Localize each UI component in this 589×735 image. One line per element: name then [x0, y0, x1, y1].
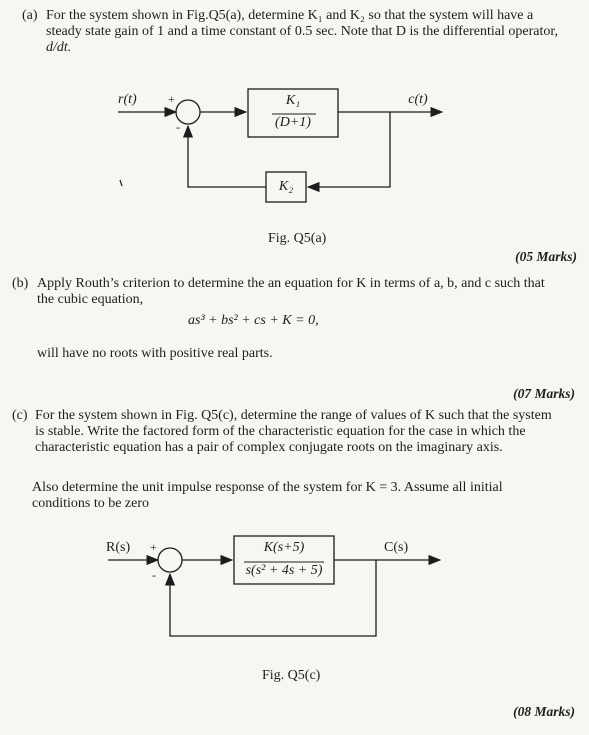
part-b-line1: Apply Routh’s criterion to determine the… — [37, 276, 545, 291]
figure-q5a — [118, 88, 444, 203]
stray-mark — [119, 179, 123, 187]
part-a-label: (a) — [22, 8, 38, 23]
cubic-equation: as³ + bs² + cs + K = 0, — [188, 313, 319, 328]
part-c-line1: For the system shown in Fig. Q5(c), dete… — [35, 408, 552, 423]
feedback-gain-a: K₂ — [278, 179, 294, 194]
input-label-c: R(s) — [106, 540, 131, 555]
forward-numerator-a: K₁ — [285, 93, 301, 108]
part-c-line2: is stable. Write the factored form of th… — [35, 424, 526, 439]
plus-sign-a: + — [168, 92, 175, 106]
feedback-path-a — [306, 112, 391, 193]
caption-q5c: Fig. Q5(c) — [262, 668, 321, 683]
forward-block-a — [247, 88, 339, 138]
output-label-c: C(s) — [384, 540, 409, 555]
part-b-line2: the cubic equation, — [37, 292, 144, 307]
forward-denominator-a: (D+1) — [275, 115, 311, 130]
part-a-line2: steady state gain of 1 and a time consta… — [46, 24, 558, 39]
part-c-label: (c) — [12, 408, 28, 423]
marks-b: (07 Marks) — [513, 386, 575, 401]
input-label-a: r(t) — [118, 92, 137, 107]
part-b-label: (b) — [12, 276, 29, 291]
part-b-line3: will have no roots with positive real pa… — [37, 346, 273, 361]
caption-q5a: Fig. Q5(a) — [268, 231, 327, 246]
part-c-line5: conditions to be zero — [32, 496, 150, 511]
minus-sign-a: - — [176, 120, 180, 134]
part-a-line3: d/dt. — [46, 40, 72, 55]
figure-q5c — [108, 535, 442, 637]
forward-numerator-c: K(s+5) — [263, 540, 305, 555]
plus-sign-c: + — [150, 540, 157, 554]
output-label-a: c(t) — [408, 92, 428, 107]
feedback-return-a — [182, 124, 266, 188]
summing-junction-c — [157, 547, 183, 573]
marks-c: (08 Marks) — [513, 704, 575, 719]
part-a-line1: For the system shown in Fig.Q5(a), deter… — [46, 8, 534, 23]
feedback-path-c — [164, 560, 377, 637]
forward-denominator-c: s(s² + 4s + 5) — [245, 563, 323, 578]
marks-a: (05 Marks) — [515, 249, 577, 264]
part-c-line3: characteristic equation has a pair of co… — [35, 440, 503, 455]
part-c-line4: Also determine the unit impulse response… — [32, 480, 503, 495]
minus-sign-c: - — [152, 568, 156, 582]
